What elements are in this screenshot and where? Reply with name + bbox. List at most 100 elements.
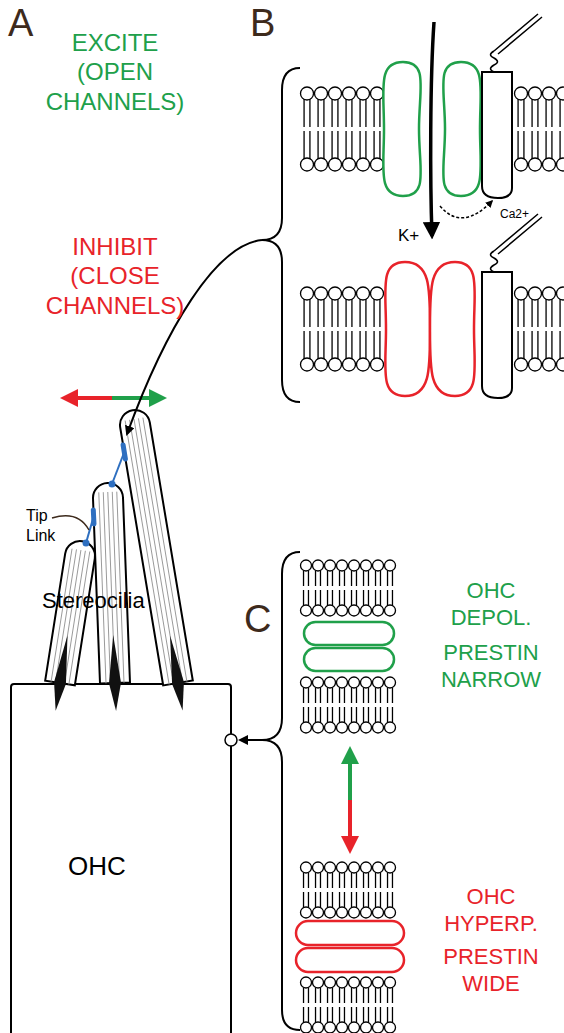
lipid-tail xyxy=(315,892,316,908)
lipid-tail xyxy=(303,99,304,127)
lipid-head xyxy=(349,560,360,571)
text-line: C xyxy=(244,596,271,642)
text-line: NARROW xyxy=(418,667,564,694)
lipid-head xyxy=(361,907,372,918)
actin-stripe xyxy=(130,420,174,684)
lipid-head xyxy=(301,158,314,171)
actin-stripe xyxy=(138,418,182,682)
text-line: CHANNELS) xyxy=(15,291,215,320)
lipid-head xyxy=(301,862,312,873)
lipid-head xyxy=(301,287,314,300)
lipid-tail xyxy=(327,987,328,1003)
lipid-head xyxy=(385,1022,396,1033)
lipid-bilayer xyxy=(301,87,384,171)
lipid-tail xyxy=(351,892,352,908)
lipid-tail xyxy=(303,1007,304,1023)
lipid-tail xyxy=(392,892,393,908)
depol-arrow-head xyxy=(341,746,359,764)
lipid-head xyxy=(301,358,314,371)
state-label: OHC HYPERP. xyxy=(418,884,564,938)
lipid-tail xyxy=(373,331,374,359)
lipid-head xyxy=(543,358,556,371)
lipid-head xyxy=(349,722,360,733)
lipid-head xyxy=(543,287,556,300)
lipid-head xyxy=(361,1022,372,1033)
lipid-tail xyxy=(303,299,304,327)
cell-body: OHC xyxy=(10,683,232,1033)
lipid-tail xyxy=(315,590,316,606)
actin-stripe xyxy=(143,418,187,682)
lipid-head xyxy=(313,677,324,688)
lipid-tail xyxy=(303,570,304,586)
lipid-head xyxy=(373,560,384,571)
lipid-tail xyxy=(387,987,388,1003)
lipid-head xyxy=(301,907,312,918)
lipid-head xyxy=(361,862,372,873)
lipid-tail xyxy=(365,331,366,359)
lipid-head xyxy=(343,287,356,300)
lipid-tail xyxy=(368,707,369,723)
lipid-tail xyxy=(303,872,304,888)
lipid-tail xyxy=(339,687,340,703)
lipid-tail xyxy=(320,987,321,1003)
lipid-tail xyxy=(368,590,369,606)
text-line: HYPERP. xyxy=(418,911,564,938)
lipid-tail xyxy=(359,131,360,159)
text-line: DEPOL. xyxy=(418,605,564,632)
actin-stripe xyxy=(69,551,90,684)
lipid-tail xyxy=(317,299,318,327)
lipid-head xyxy=(301,87,314,100)
actin-stripe xyxy=(99,492,106,683)
lipid-head xyxy=(337,977,348,988)
lipid-tail xyxy=(309,331,310,359)
lipid-head xyxy=(313,862,324,873)
text-line: Ca2+ xyxy=(500,207,529,222)
panel-letter: C xyxy=(244,596,271,642)
part-name: Stereocilia xyxy=(42,588,145,615)
lipid-head xyxy=(337,862,348,873)
lipid-tail xyxy=(379,99,380,127)
lipid-tail xyxy=(303,707,304,723)
lipid-tail xyxy=(323,99,324,127)
lipid-tail xyxy=(351,872,352,888)
lipid-tail xyxy=(308,872,309,888)
lipid-tail xyxy=(523,299,524,327)
lipid-tail xyxy=(331,131,332,159)
lipid-tail xyxy=(531,131,532,159)
lipid-head xyxy=(337,605,348,616)
lipid-tail xyxy=(373,299,374,327)
lipid-head xyxy=(349,977,360,988)
membrane-spot xyxy=(225,734,237,746)
lipid-head xyxy=(337,722,348,733)
lipid-head xyxy=(557,358,564,371)
lipid-head xyxy=(337,560,348,571)
lipid-head xyxy=(313,977,324,988)
lipid-tail xyxy=(368,1007,369,1023)
lipid-tail xyxy=(551,99,552,127)
lipid-tail xyxy=(309,99,310,127)
lipid-tail xyxy=(303,892,304,908)
lipid-tail xyxy=(344,892,345,908)
prestin-narrow xyxy=(304,648,394,671)
lipid-head xyxy=(361,605,372,616)
lipid-tail xyxy=(392,872,393,888)
lipid-tail xyxy=(368,687,369,703)
lipid-tail xyxy=(303,987,304,1003)
lipid-head xyxy=(301,677,312,688)
lipid-tail xyxy=(303,331,304,359)
lipid-tail xyxy=(375,707,376,723)
lipid-tail xyxy=(387,892,388,908)
lipid-tail xyxy=(308,1007,309,1023)
lipid-head xyxy=(315,287,328,300)
inhibit-arrow xyxy=(76,396,112,400)
lipid-tail xyxy=(356,892,357,908)
text-line: B xyxy=(250,0,275,46)
lipid-tail xyxy=(320,707,321,723)
lipid-head xyxy=(529,287,542,300)
lipid-tail xyxy=(315,707,316,723)
lipid-tail xyxy=(351,99,352,127)
lipid-tail xyxy=(379,299,380,327)
lipid-tail xyxy=(375,987,376,1003)
lipid-tail xyxy=(344,872,345,888)
rootlet xyxy=(170,636,184,711)
